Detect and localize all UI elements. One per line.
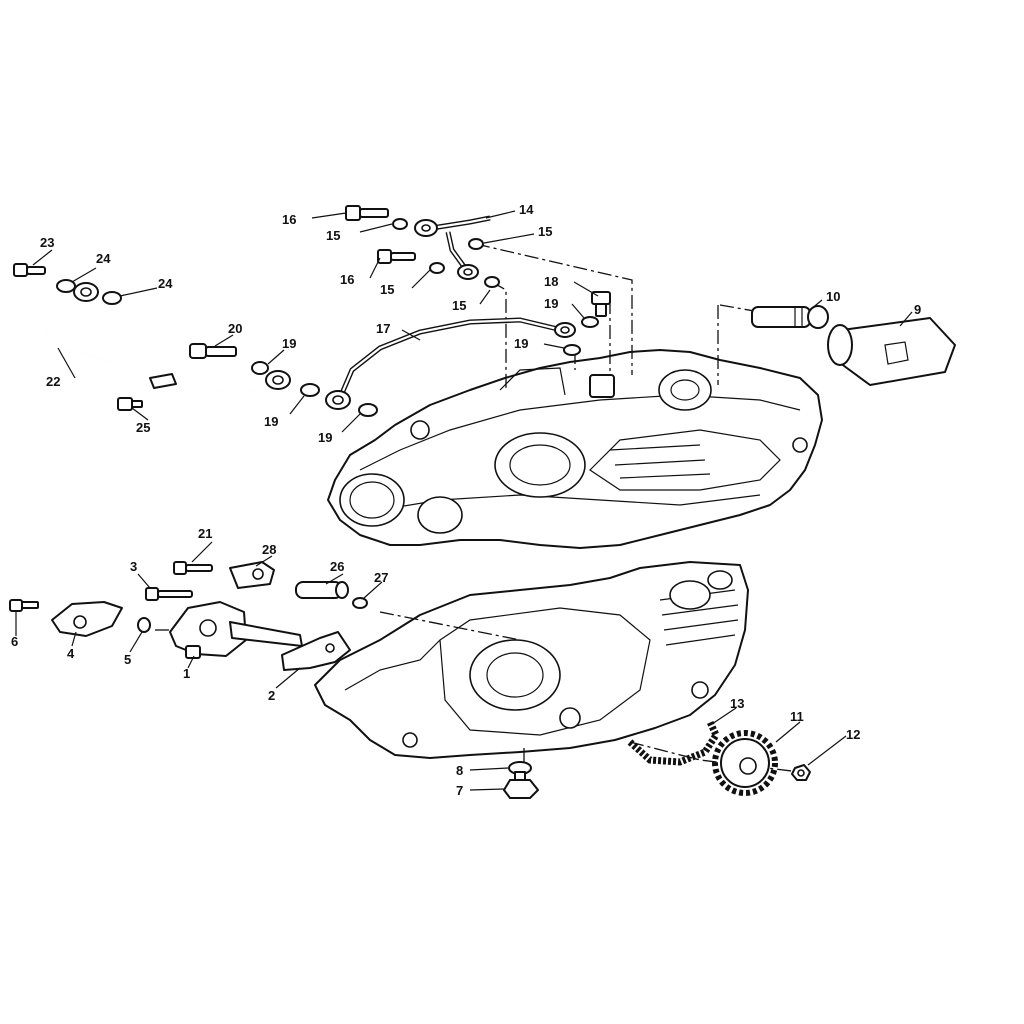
bolt-16-upper	[345, 205, 389, 221]
callout-27: 27	[374, 570, 388, 585]
callout-23: 23	[40, 235, 54, 250]
clamp-28	[229, 561, 275, 589]
callout-19e: 19	[318, 430, 332, 445]
gasket-2	[281, 631, 351, 671]
callout-21: 21	[198, 526, 212, 541]
oil-pump-1	[169, 601, 303, 659]
washer-15-c	[429, 262, 445, 274]
callout-28: 28	[262, 542, 276, 557]
callout-6: 6	[11, 634, 18, 649]
bolt-6	[9, 599, 39, 612]
callout-5: 5	[124, 652, 131, 667]
washer-19-e	[358, 403, 378, 417]
sprocket-11	[712, 730, 778, 796]
oil-filter-9	[827, 317, 956, 386]
callout-19c: 19	[282, 336, 296, 351]
callouts: 16 15 14 15 16 15 15 18 19 19 10 9 17 20…	[11, 202, 921, 798]
callout-15c: 15	[380, 282, 394, 297]
callout-13: 13	[730, 696, 744, 711]
washer-15-d	[484, 276, 500, 288]
callout-18: 18	[544, 274, 558, 289]
bolt-16-lower	[377, 249, 416, 264]
callout-25: 25	[136, 420, 150, 435]
washer-24-b	[102, 291, 122, 305]
lower-crankcase	[314, 561, 749, 759]
callout-16b: 16	[340, 272, 354, 287]
washer-24-a	[56, 279, 76, 293]
callout-17: 17	[376, 321, 390, 336]
callout-9: 9	[914, 302, 921, 317]
oil-pipe-17	[325, 317, 576, 410]
washer-15-b	[468, 238, 484, 250]
oil-pipe-14	[414, 215, 491, 280]
callout-3: 3	[130, 559, 137, 574]
callout-15d: 15	[452, 298, 466, 313]
bolt-18	[591, 291, 611, 317]
callout-1: 1	[183, 666, 190, 681]
washer-19-c	[251, 361, 269, 375]
nut-12	[791, 764, 811, 781]
callout-22: 22	[46, 374, 60, 389]
bolt-21	[173, 561, 213, 575]
callout-26: 26	[330, 559, 344, 574]
fitting-26	[295, 581, 349, 599]
callout-10: 10	[826, 289, 840, 304]
o-ring-5	[137, 617, 151, 633]
oil-filter-bolt-10	[751, 305, 829, 329]
callout-24a: 24	[96, 251, 111, 266]
upper-crankcase	[327, 349, 823, 549]
chain-13	[627, 720, 720, 766]
callout-16a: 16	[282, 212, 296, 227]
callout-7: 7	[456, 783, 463, 798]
callout-24b: 24	[158, 276, 173, 291]
bolt-25	[117, 397, 143, 411]
washer-19-b	[563, 344, 581, 356]
oil-pipe-22	[43, 282, 291, 397]
callout-20: 20	[228, 321, 242, 336]
bolt-20	[189, 343, 237, 359]
bolt-3	[145, 587, 193, 601]
callout-19a: 19	[544, 296, 558, 311]
callout-11: 11	[790, 709, 804, 724]
callout-19d: 19	[264, 414, 278, 429]
callout-15b: 15	[538, 224, 552, 239]
o-ring-27	[352, 597, 368, 609]
drain-plug-7	[503, 771, 539, 799]
bolt-23	[13, 263, 46, 277]
leader-lines	[15, 210, 913, 791]
callout-15a: 15	[326, 228, 340, 243]
callout-19b: 19	[514, 336, 528, 351]
callout-14: 14	[519, 202, 534, 217]
callout-2: 2	[268, 688, 275, 703]
cover-4	[51, 601, 123, 637]
callout-12: 12	[846, 727, 860, 742]
washer-19-d	[300, 383, 320, 397]
callout-8: 8	[456, 763, 463, 778]
washer-15-a	[392, 218, 408, 230]
washer-19-a	[581, 316, 599, 328]
callout-4: 4	[67, 646, 75, 661]
